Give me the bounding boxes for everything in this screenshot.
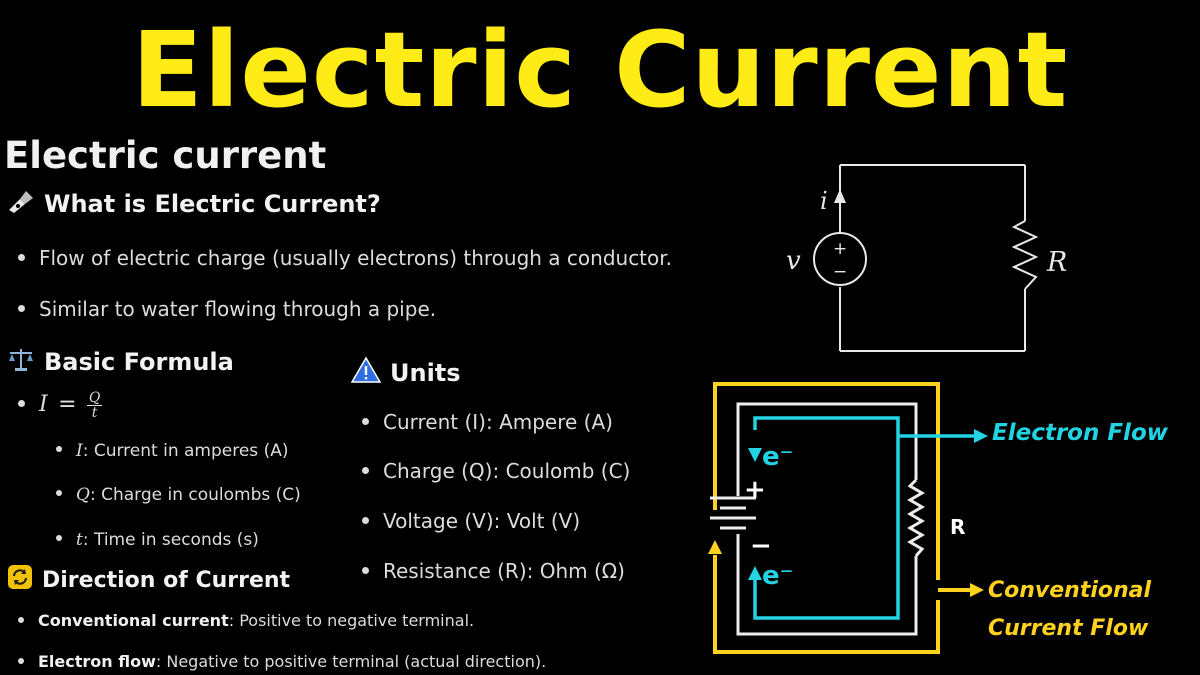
what-section-title: What is Electric Current? [44,190,381,218]
circuit1-current-label: i [820,187,828,215]
page-heading: Electric current [4,134,327,177]
circuit-diagram-source: i + − v R [770,155,1070,365]
formula-def-current: I: Current in amperes (A) [56,441,288,461]
refresh-icon [6,564,34,596]
units-item-voltage: Voltage (V): Volt (V) [362,509,580,533]
formula-section-header: Basic Formula [6,346,234,378]
units-section-header: Units [350,356,461,390]
circuit-flow-svg: e⁻ e⁻ + − R [708,382,988,654]
pen-nib-icon [6,188,36,220]
battery-minus: − [750,531,772,561]
formula-equation: I = Q t [18,390,103,421]
circuit1-plus: + [833,239,847,259]
circuit1-resistor-label: R [1046,247,1067,278]
banner-title: Electric Current [131,9,1069,131]
formula-section-title: Basic Formula [44,348,234,376]
circuit2-resistor-label: R [950,515,965,539]
what-section-header: What is Electric Current? [6,188,381,220]
what-bullet-1: Flow of electric charge (usually electro… [18,246,672,270]
circuit1-minus: − [833,262,847,282]
electron-label-bottom: e⁻ [762,561,793,591]
formula-def-time: t: Time in seconds (s) [56,530,259,550]
warning-triangle-icon [350,356,382,390]
circuit1-voltage-label: v [786,246,801,276]
what-bullet-2: Similar to water flowing through a pipe. [18,297,436,321]
direction-item-electron: Electron flow: Negative to positive term… [18,652,546,671]
direction-section-header: Direction of Current [6,564,290,596]
electron-label-top: e⁻ [762,442,793,472]
battery-plus: + [744,475,766,505]
circuit-source-svg: i + − v R [786,164,1067,352]
direction-section-title: Direction of Current [42,567,291,593]
circuit-diagram-flow: e⁻ e⁻ + − R [680,370,1200,670]
units-item-resistance: Resistance (R): Ohm (Ω) [362,559,625,583]
balance-scale-icon [6,346,36,378]
units-item-charge: Charge (Q): Coulomb (C) [362,459,630,483]
electron-flow-label: Electron Flow [992,420,1168,446]
formula-def-charge: Q: Charge in coulombs (C) [56,485,301,505]
current-arrow-icon [834,189,846,203]
units-item-current: Current (I): Ampere (A) [362,410,613,434]
formula-fraction: Q t [86,390,103,421]
direction-item-conventional: Conventional current: Positive to negati… [18,611,474,630]
units-section-title: Units [390,359,461,387]
conventional-flow-label: Conventional Current Flow [988,578,1152,641]
